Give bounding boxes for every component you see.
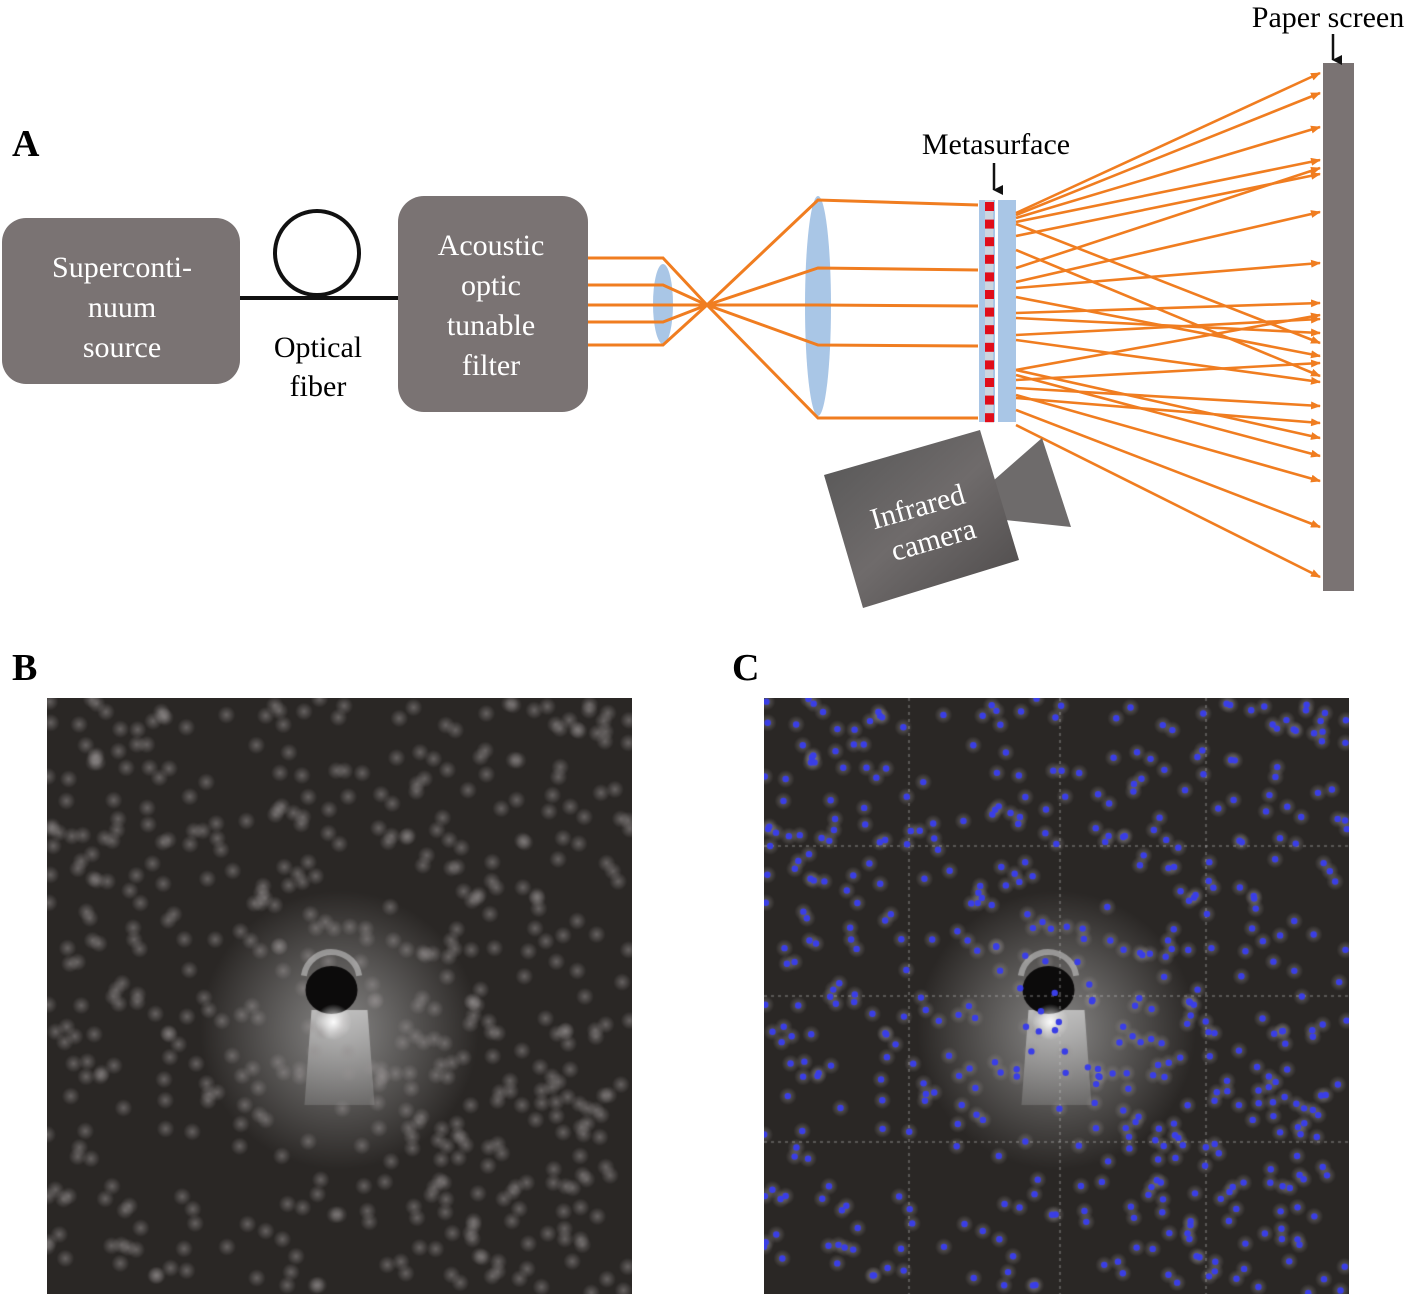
diffracted-beam bbox=[1015, 338, 1321, 385]
metasurface-label: Metasurface bbox=[922, 128, 1070, 161]
diffracted-beam bbox=[1015, 210, 1321, 284]
metasurface-pixel bbox=[985, 290, 994, 299]
filter-label-line3: tunable bbox=[447, 309, 535, 342]
metasurface-pixel bbox=[985, 307, 994, 317]
source-label-line3: source bbox=[83, 331, 161, 364]
diffracted-beam bbox=[1015, 91, 1321, 217]
setup-diagram: Superconti- nuum source Optical fiber Ac… bbox=[2, 1, 1404, 608]
input-beam bbox=[588, 266, 979, 307]
panel-label-c: C bbox=[732, 647, 760, 689]
diffracted-beam bbox=[1015, 312, 1321, 372]
optical-fiber: Optical fiber bbox=[240, 209, 400, 403]
camera-image-panel-b bbox=[47, 698, 632, 1294]
fiber-label-line2: fiber bbox=[290, 370, 347, 403]
supercontinuum-source-box: Superconti- nuum source bbox=[2, 218, 240, 384]
diffracted-beam bbox=[1015, 248, 1321, 378]
diffracted-beam bbox=[1015, 166, 1321, 270]
metasurface-pixel bbox=[985, 219, 994, 229]
input-beam bbox=[588, 302, 978, 420]
source-label-line2: nuum bbox=[88, 291, 156, 324]
metasurface-pixel bbox=[985, 202, 994, 211]
metasurface-pixel bbox=[985, 325, 994, 335]
camera-body bbox=[824, 430, 1019, 608]
diffracted-beam bbox=[1015, 359, 1321, 382]
infrared-camera: Infrared camera bbox=[824, 430, 1071, 608]
diffracted-beam bbox=[1015, 125, 1321, 220]
fiber-label-line1: Optical bbox=[274, 331, 362, 364]
metasurface: Metasurface bbox=[922, 128, 1070, 423]
diffracted-beam bbox=[1015, 396, 1321, 427]
diffracted-beam bbox=[1015, 373, 1321, 458]
source-label-line1: Superconti- bbox=[52, 251, 192, 284]
metasurface-pixel bbox=[985, 395, 994, 405]
camera-lens-hood bbox=[985, 438, 1071, 527]
diffracted-beam bbox=[1015, 71, 1321, 215]
diffracted-beam bbox=[1015, 316, 1321, 337]
panel-label-b: B bbox=[12, 647, 38, 689]
input-beam bbox=[588, 303, 979, 348]
diffracted-beam bbox=[1015, 368, 1321, 440]
metasurface-pixel bbox=[985, 360, 994, 370]
diffracted-beam bbox=[1015, 299, 1321, 315]
paper-screen-label: Paper screen bbox=[1252, 1, 1404, 34]
diffracted-beam bbox=[1015, 157, 1321, 224]
metasurface-pixel bbox=[985, 237, 994, 247]
metasurface-pixel bbox=[985, 378, 994, 387]
diffracted-beam bbox=[1015, 259, 1321, 290]
diffracted-beam bbox=[1015, 408, 1321, 529]
input-beams bbox=[588, 198, 979, 420]
filter-label-line2: optic bbox=[461, 269, 521, 302]
spot-pattern-image bbox=[47, 698, 632, 1294]
panel-label-a: A bbox=[12, 123, 40, 165]
acoustic-optic-tunable-filter-box: Acoustic optic tunable filter bbox=[398, 196, 588, 412]
input-beam bbox=[588, 198, 979, 308]
diffracted-beam bbox=[1015, 386, 1321, 410]
detected-spots-panel-c bbox=[764, 698, 1349, 1294]
metasurface-pixel bbox=[985, 254, 994, 264]
spot-pattern-with-markers bbox=[764, 698, 1349, 1294]
filter-label-line1: Acoustic bbox=[438, 229, 545, 262]
diffracted-beams bbox=[1015, 71, 1321, 579]
metasurface-pixel bbox=[985, 272, 994, 282]
diffracted-beam bbox=[1015, 423, 1321, 579]
diffracted-beam bbox=[1015, 315, 1321, 337]
filter-label-line4: filter bbox=[462, 349, 520, 382]
paper-screen: Paper screen bbox=[1252, 1, 1404, 591]
metasurface-pixel bbox=[985, 342, 994, 352]
diffracted-beam bbox=[1015, 393, 1321, 483]
input-beam bbox=[588, 303, 979, 308]
metasurface-pixel bbox=[985, 413, 994, 423]
